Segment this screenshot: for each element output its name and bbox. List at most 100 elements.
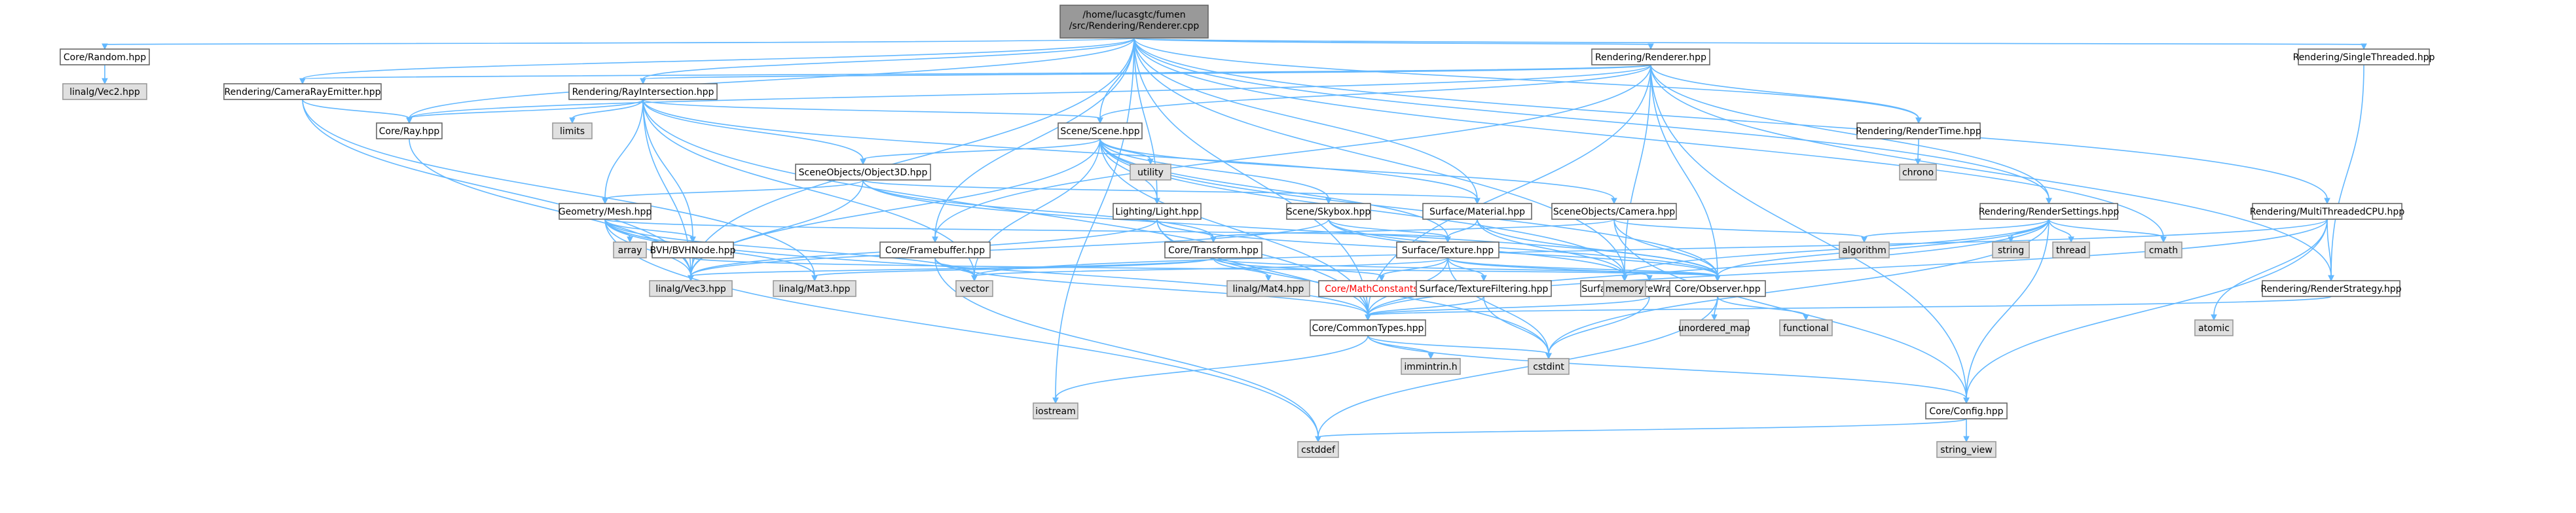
node-scene[interactable]: Scene/Scene.hpp bbox=[1058, 122, 1143, 139]
node-label: Rendering/Renderer.hpp bbox=[1595, 52, 1706, 63]
edge-texture-to-mathconst bbox=[1378, 257, 1448, 282]
node-label: cstdint bbox=[1533, 362, 1564, 372]
node-config[interactable]: Core/Config.hpp bbox=[1925, 402, 2008, 419]
edge-transform-to-vec3 bbox=[688, 257, 1214, 282]
node-label: Geometry/Mesh.hpp bbox=[559, 207, 652, 217]
node-label: memory bbox=[1606, 284, 1644, 294]
node-label: Surface/Material.hpp bbox=[1429, 207, 1525, 217]
edge-root-to-rendertime bbox=[1133, 37, 1922, 124]
edge-renderer-to-rendertime bbox=[1650, 64, 1922, 124]
node-iostream[interactable]: iostream bbox=[1033, 402, 1078, 419]
node-label: array bbox=[618, 245, 642, 256]
node-label: cstddef bbox=[1301, 445, 1336, 455]
node-memory[interactable]: memory bbox=[1603, 280, 1646, 297]
edge-renderer-to-ray bbox=[406, 64, 1651, 124]
node-vector[interactable]: vector bbox=[955, 280, 993, 297]
edge-renderer-to-config bbox=[1650, 64, 1970, 404]
node-mat3[interactable]: linalg/Mat3.hpp bbox=[773, 280, 856, 297]
edge-rayint-to-obj3d bbox=[642, 99, 866, 166]
node-string[interactable]: string bbox=[1992, 241, 2030, 258]
node-framebuf[interactable]: Core/Framebuffer.hpp bbox=[879, 241, 991, 258]
node-rendertime[interactable]: Rendering/RenderTime.hpp bbox=[1856, 122, 1981, 139]
node-label: immintrin.h bbox=[1404, 362, 1457, 372]
node-chrono[interactable]: chrono bbox=[1899, 164, 1937, 181]
node-label: string_view bbox=[1940, 445, 1992, 455]
node-material[interactable]: Surface/Material.hpp bbox=[1422, 203, 1532, 220]
node-limits[interactable]: limits bbox=[552, 122, 593, 139]
edge-skybox-to-vec3 bbox=[688, 219, 1329, 282]
node-label: Surface/Texture.hpp bbox=[1402, 245, 1494, 256]
node-label: Core/Config.hpp bbox=[1929, 406, 2003, 417]
node-label: linalg/Mat3.hpp bbox=[779, 284, 851, 294]
node-atomic[interactable]: atomic bbox=[2194, 319, 2234, 336]
edge-mesh-to-bvh bbox=[604, 219, 696, 243]
node-label: Core/Random.hpp bbox=[64, 52, 146, 63]
node-label: BVH/BVHNode.hpp bbox=[650, 245, 736, 256]
node-thread[interactable]: thread bbox=[2052, 241, 2090, 258]
node-vec2[interactable]: linalg/Vec2.hpp bbox=[62, 83, 147, 100]
node-label: Rendering/RenderTime.hpp bbox=[1856, 126, 1981, 137]
node-array[interactable]: array bbox=[613, 241, 647, 258]
edge-observer-to-cstddef bbox=[1315, 296, 1718, 443]
node-transform[interactable]: Core/Transform.hpp bbox=[1164, 241, 1262, 258]
node-rsettings[interactable]: Rendering/RenderSettings.hpp bbox=[1979, 203, 2120, 220]
node-mat4[interactable]: linalg/Mat4.hpp bbox=[1226, 280, 1310, 297]
node-label: Rendering/RayIntersection.hpp bbox=[572, 87, 714, 97]
node-renderer[interactable]: Rendering/Renderer.hpp bbox=[1591, 48, 1710, 65]
node-label: Lighting/Light.hpp bbox=[1115, 207, 1198, 217]
node-label: thread bbox=[2056, 245, 2086, 256]
edge-obj3d-to-vec3 bbox=[688, 179, 864, 282]
node-rstrategy[interactable]: Rendering/RenderStrategy.hpp bbox=[2260, 280, 2402, 297]
node-texfilt[interactable]: Surface/TextureFiltering.hpp bbox=[1416, 280, 1552, 297]
edges-layer bbox=[101, 37, 2367, 443]
node-camemit[interactable]: Rendering/CameraRayEmitter.hpp bbox=[223, 83, 382, 100]
node-cstddef[interactable]: cstddef bbox=[1297, 441, 1339, 458]
node-commontypes[interactable]: Core/CommonTypes.hpp bbox=[1310, 319, 1426, 336]
node-skybox[interactable]: Scene/Skybox.hpp bbox=[1286, 203, 1371, 220]
node-utility[interactable]: utility bbox=[1130, 164, 1171, 181]
node-mesh[interactable]: Geometry/Mesh.hpp bbox=[559, 203, 652, 220]
node-algorithm[interactable]: algorithm bbox=[1839, 241, 1890, 258]
edge-root-to-random bbox=[101, 37, 1135, 50]
node-random[interactable]: Core/Random.hpp bbox=[60, 48, 150, 65]
node-label: Scene/Scene.hpp bbox=[1060, 126, 1139, 137]
node-cstdint[interactable]: cstdint bbox=[1528, 358, 1570, 375]
node-ray[interactable]: Core/Ray.hpp bbox=[376, 122, 443, 139]
node-light[interactable]: Lighting/Light.hpp bbox=[1113, 203, 1202, 220]
node-label: Rendering/MultiThreadedCPU.hpp bbox=[2250, 207, 2405, 217]
node-label: algorithm bbox=[1842, 245, 1886, 256]
edge-texture-to-vector bbox=[971, 257, 1448, 282]
node-label: Core/Ray.hpp bbox=[379, 126, 440, 137]
edge-obj3d-to-material bbox=[862, 179, 1481, 205]
node-root[interactable]: /home/lucasgtc/fumen/src/Rendering/Rende… bbox=[1059, 5, 1209, 39]
node-string_view[interactable]: string_view bbox=[1936, 441, 1996, 458]
node-label: linalg/Mat4.hpp bbox=[1233, 284, 1304, 294]
nodes-layer: /home/lucasgtc/fumen/src/Rendering/Rende… bbox=[60, 5, 2435, 458]
edge-random-to-vec2 bbox=[101, 64, 108, 85]
node-label: Rendering/RenderStrategy.hpp bbox=[2260, 284, 2401, 294]
node-vec3[interactable]: linalg/Vec3.hpp bbox=[649, 280, 733, 297]
node-bvh[interactable]: BVH/BVHNode.hpp bbox=[650, 241, 736, 258]
edge-camera-to-transform bbox=[1210, 219, 1615, 243]
node-observer[interactable]: Core/Observer.hpp bbox=[1669, 280, 1766, 297]
edge-texfilt-to-commontypes bbox=[1365, 296, 1484, 321]
node-immintrin[interactable]: immintrin.h bbox=[1401, 358, 1461, 375]
node-texture[interactable]: Surface/Texture.hpp bbox=[1396, 241, 1500, 258]
node-label: chrono bbox=[1902, 168, 1934, 178]
edge-rayint-to-ray bbox=[406, 99, 644, 124]
edge-renderer-to-scene bbox=[1097, 64, 1651, 124]
node-label: linalg/Vec2.hpp bbox=[69, 87, 140, 97]
edge-material-to-texture bbox=[1444, 219, 1478, 243]
node-cmath[interactable]: cmath bbox=[2144, 241, 2182, 258]
node-functional[interactable]: functional bbox=[1779, 319, 1833, 336]
edge-rsettings-to-algorithm bbox=[1861, 219, 2050, 243]
node-mtcpu[interactable]: Rendering/MultiThreadedCPU.hpp bbox=[2250, 203, 2405, 220]
node-rayint[interactable]: Rendering/RayIntersection.hpp bbox=[568, 83, 718, 100]
node-unordered_map[interactable]: unordered_map bbox=[1678, 319, 1750, 336]
node-obj3d[interactable]: SceneObjects/Object3D.hpp bbox=[795, 164, 931, 181]
node-label: linalg/Vec3.hpp bbox=[655, 284, 726, 294]
edge-renderer-to-camemit bbox=[299, 64, 1651, 85]
node-single[interactable]: Rendering/SingleThreaded.hpp bbox=[2293, 48, 2435, 65]
edge-renderer-to-rayint bbox=[640, 64, 1651, 85]
node-camera[interactable]: SceneObjects/Camera.hpp bbox=[1551, 203, 1677, 220]
